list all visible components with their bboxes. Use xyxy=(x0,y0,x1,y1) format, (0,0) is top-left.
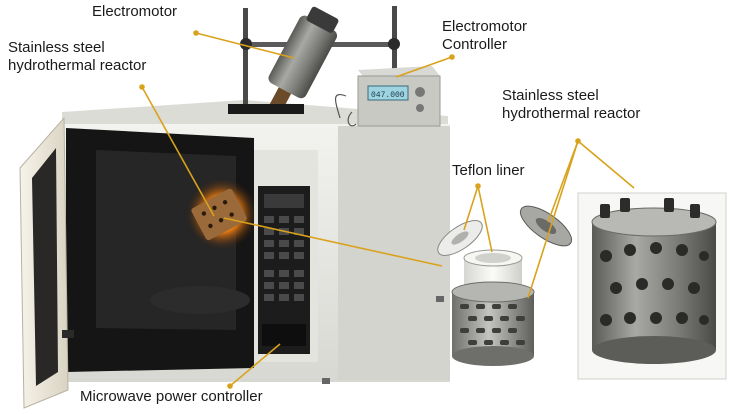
controller-display xyxy=(367,85,409,101)
label-stainless-steel-reactor-left: Stainless steel hydrothermal reactor xyxy=(8,39,146,75)
label-line: Stainless steel xyxy=(8,39,105,56)
reactor-holes xyxy=(600,242,709,326)
teflon-liner-lid xyxy=(437,220,483,256)
door-latch xyxy=(62,330,74,338)
electromotor-controller: 047.000 xyxy=(334,66,441,127)
shaft-opening xyxy=(228,104,304,114)
foot xyxy=(322,378,330,384)
microwave-oven xyxy=(19,100,450,409)
reactor-exploded-diagram xyxy=(437,205,573,366)
steel-reactor-cylinder xyxy=(451,281,535,366)
label-electromotor-controller: Electromotor Controller xyxy=(442,18,527,54)
steel-reactor-lid xyxy=(519,205,573,247)
turntable xyxy=(150,286,250,314)
microwave-display xyxy=(264,194,304,208)
label-line: hydrothermal reactor xyxy=(8,57,147,74)
label-electromotor: Electromotor xyxy=(92,3,178,20)
foot xyxy=(436,296,444,302)
label-line: Stainless steel xyxy=(502,87,599,104)
label-line: Electromotor xyxy=(442,18,528,35)
label-teflon-liner: Teflon liner xyxy=(452,162,525,179)
reactor-photo xyxy=(577,192,727,380)
label-stainless-steel-reactor-right: Stainless steel hydrothermal reactor xyxy=(502,87,640,123)
stand-rod-left xyxy=(243,8,248,114)
clamp xyxy=(388,38,400,50)
leader-lines xyxy=(141,32,635,387)
microwave-side-panel xyxy=(338,126,450,380)
controller-knob xyxy=(415,87,425,97)
label-line: hydrothermal reactor xyxy=(502,105,641,122)
label-line: Controller xyxy=(442,36,508,53)
door-release-button xyxy=(262,324,306,346)
leader-dots xyxy=(139,30,581,389)
controller-display-text: 047.000 xyxy=(371,91,405,100)
controller-knob xyxy=(416,104,424,112)
reactor-bolts xyxy=(600,198,700,218)
door-window xyxy=(32,148,58,386)
electromotor-body xyxy=(268,6,339,112)
label-microwave-power-controller: Microwave power controller xyxy=(80,388,263,405)
stand-and-electromotor xyxy=(228,6,400,114)
